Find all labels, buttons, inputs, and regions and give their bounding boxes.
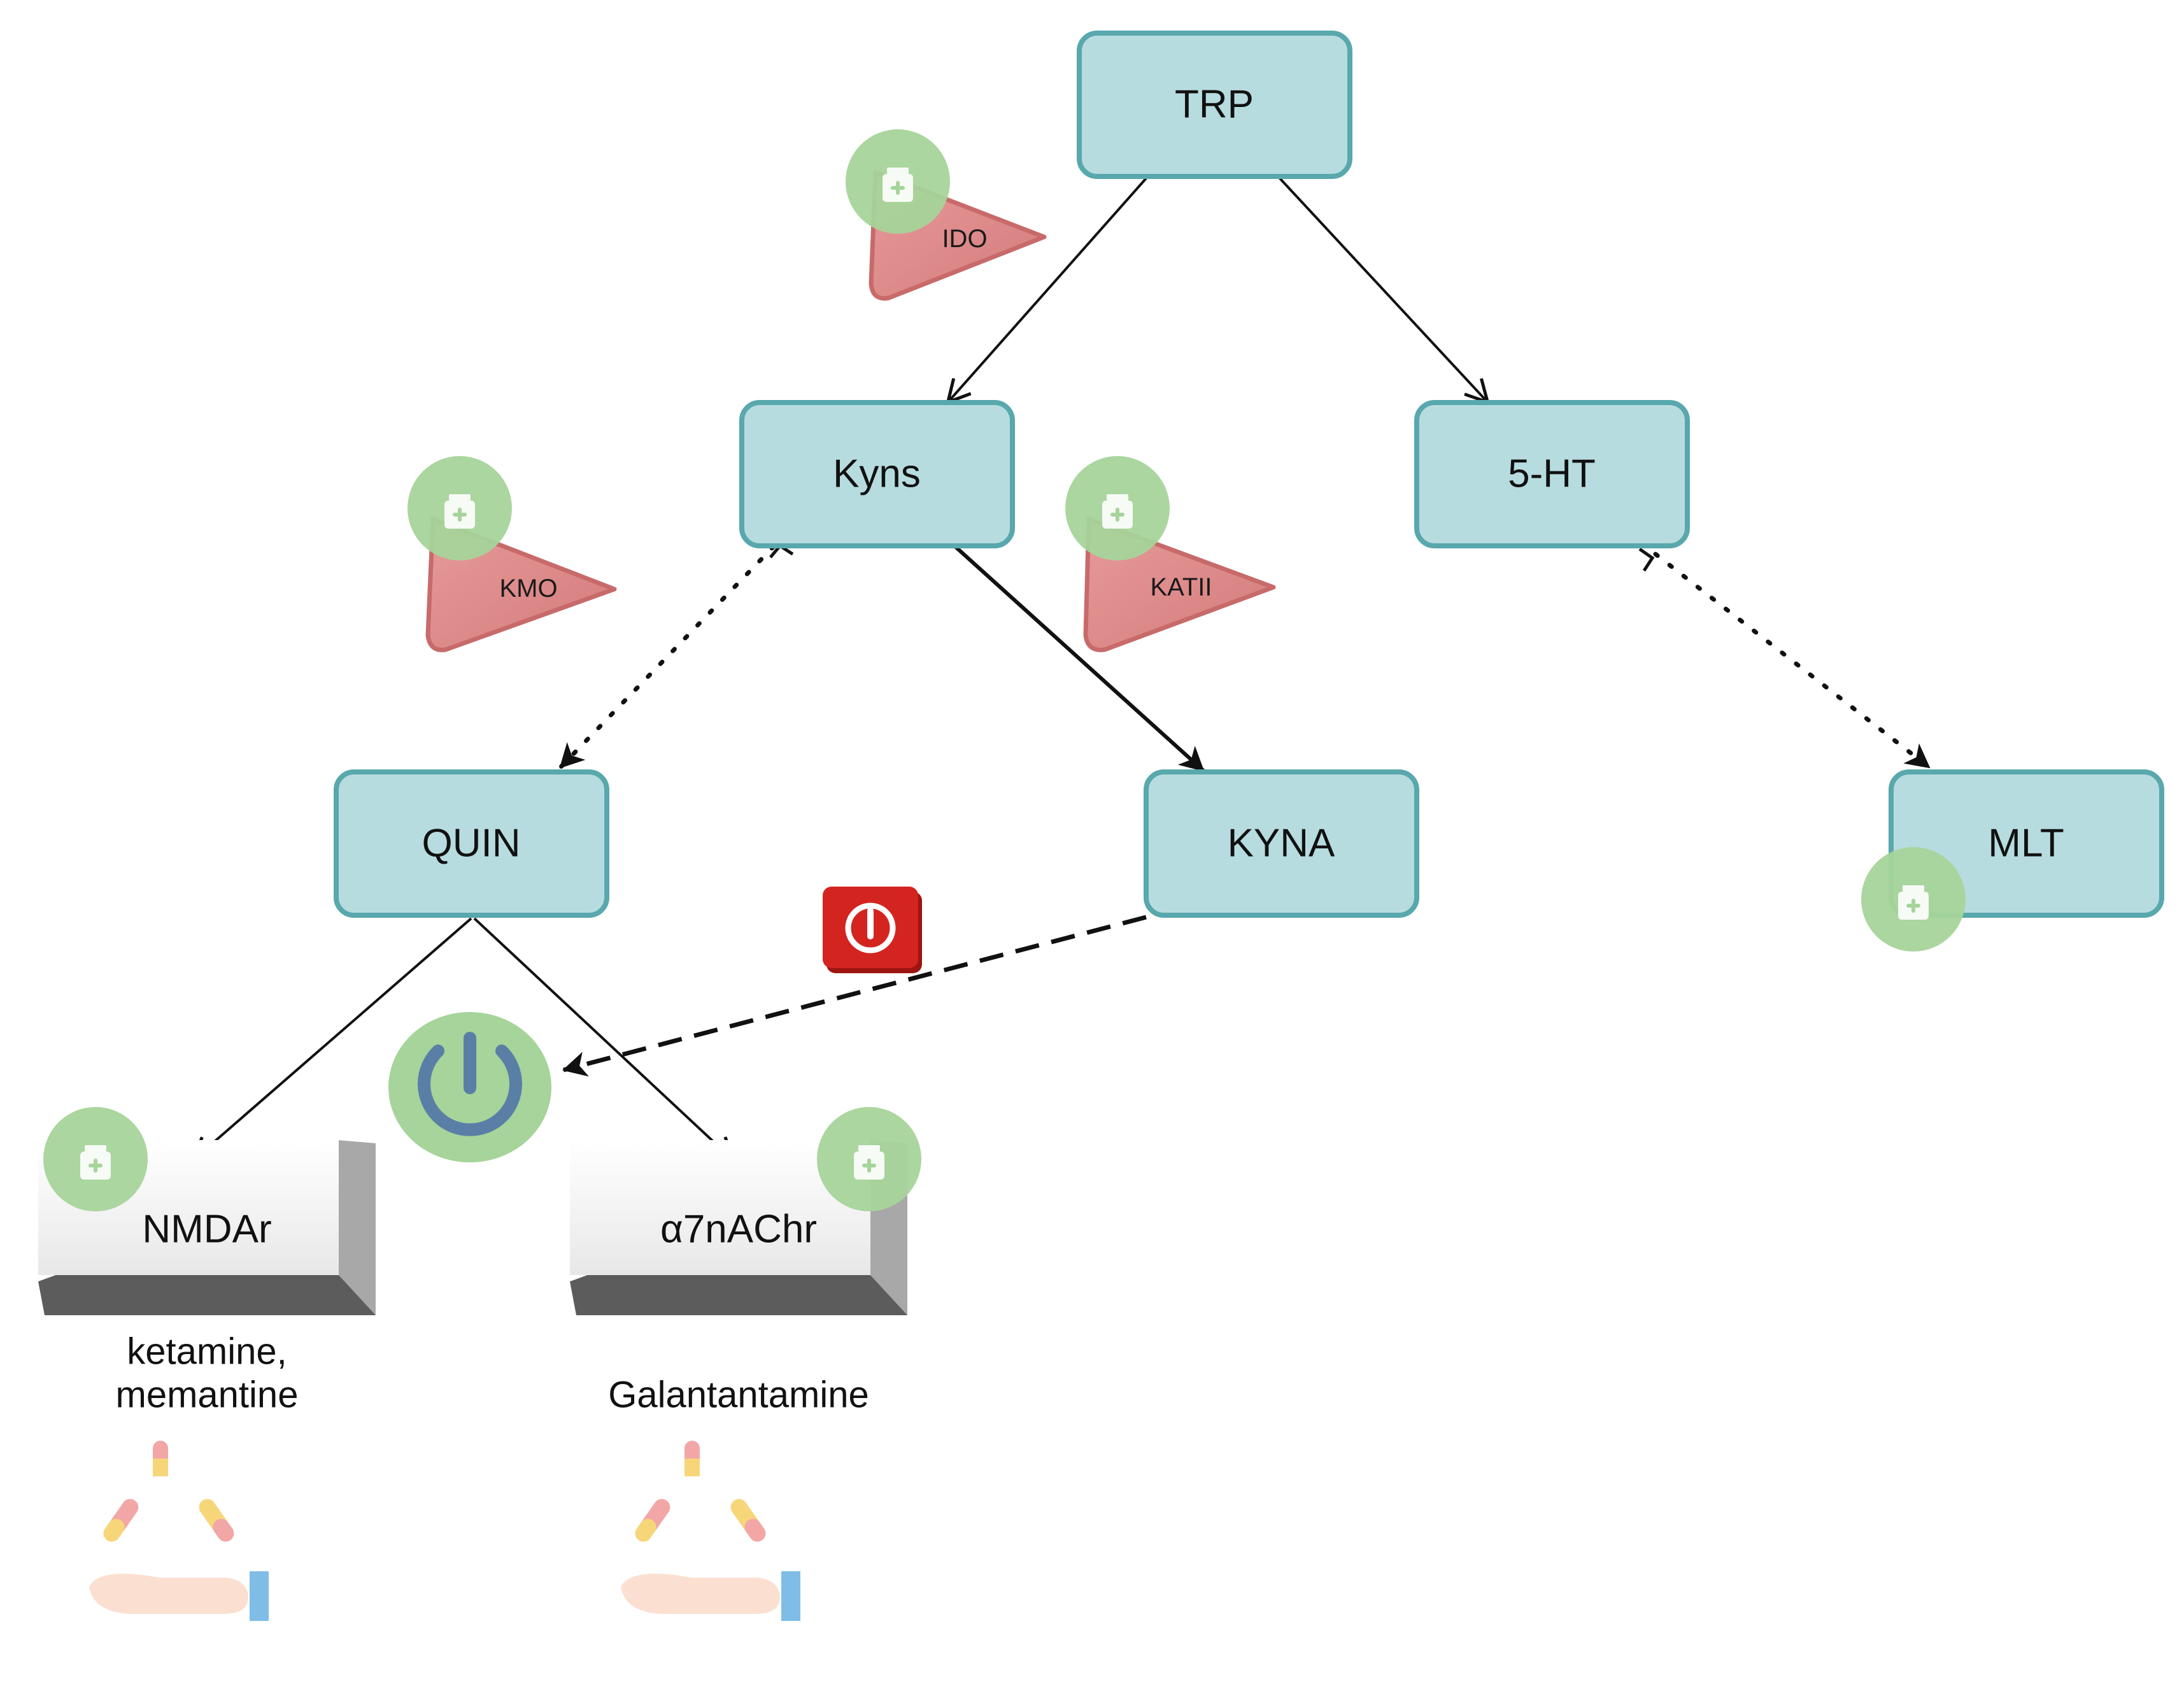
drug-label-ketamine: ketamine, bbox=[127, 1331, 287, 1373]
node-kyna-label: KYNA bbox=[1228, 822, 1335, 866]
node-quin-label: QUIN bbox=[422, 822, 521, 866]
node-kyns[interactable]: Kyns bbox=[739, 400, 1015, 548]
node-kyna[interactable]: KYNA bbox=[1144, 769, 1419, 918]
node-5ht-label: 5-HT bbox=[1508, 452, 1596, 496]
medicine-bottle-icon bbox=[80, 1145, 111, 1180]
node-5ht[interactable]: 5-HT bbox=[1414, 400, 1690, 548]
receptor-nmdar[interactable]: NMDAr bbox=[38, 1107, 376, 1315]
receptor-a7nachr-label: α7nAChr bbox=[660, 1208, 817, 1252]
edge-quin-to-a7nachr bbox=[473, 917, 732, 1159]
edge-trp-to-kyns bbox=[949, 177, 1147, 401]
receptor-a7nachr[interactable]: α7nAChr bbox=[570, 1107, 921, 1315]
enzyme-ido[interactable]: IDO bbox=[846, 129, 1047, 301]
edge-5ht-to-mlt bbox=[1653, 552, 1932, 770]
hand-with-pills-icon bbox=[621, 1441, 800, 1621]
enzyme-kmo-label: KMO bbox=[499, 574, 557, 603]
drug-label-memantine: memantine bbox=[116, 1374, 299, 1416]
medicine-bottle-icon bbox=[1102, 494, 1133, 529]
enzyme-ido-label: IDO bbox=[942, 225, 987, 253]
medicine-bottle-icon bbox=[883, 168, 913, 202]
medicine-bottle-icon bbox=[854, 1145, 884, 1180]
edge-kyna-inhibits-a7nachr bbox=[562, 915, 1147, 1077]
enzyme-kmo[interactable]: KMO bbox=[408, 456, 617, 653]
edge-kyns-to-kyna bbox=[953, 545, 1205, 773]
receptor-nmdar-label: NMDAr bbox=[142, 1208, 271, 1252]
hand-with-pills-icon bbox=[89, 1441, 269, 1621]
medicine-bottle-icon bbox=[444, 494, 475, 529]
enzyme-katii[interactable]: KATII bbox=[1065, 456, 1276, 653]
pathway-edges bbox=[194, 177, 1932, 1159]
mlt-drug-badge bbox=[1861, 847, 1966, 952]
node-mlt-label: MLT bbox=[1988, 822, 2064, 866]
medicine-bottle-icon bbox=[1898, 885, 1929, 920]
edge-trp-to-5ht bbox=[1279, 177, 1487, 401]
edge-5ht-start-tick bbox=[1638, 547, 1655, 572]
drug-label-galantantamine: Galantantamine bbox=[608, 1374, 869, 1416]
node-kyns-label: Kyns bbox=[833, 452, 921, 496]
edge-quin-to-nmdar bbox=[194, 917, 472, 1159]
power-icon bbox=[388, 1012, 551, 1162]
enzyme-katii-label: KATII bbox=[1150, 573, 1212, 601]
node-quin[interactable]: QUIN bbox=[334, 769, 609, 918]
inhibit-power-icon bbox=[823, 887, 922, 973]
node-trp-label: TRP bbox=[1175, 83, 1254, 127]
node-trp[interactable]: TRP bbox=[1077, 31, 1352, 179]
